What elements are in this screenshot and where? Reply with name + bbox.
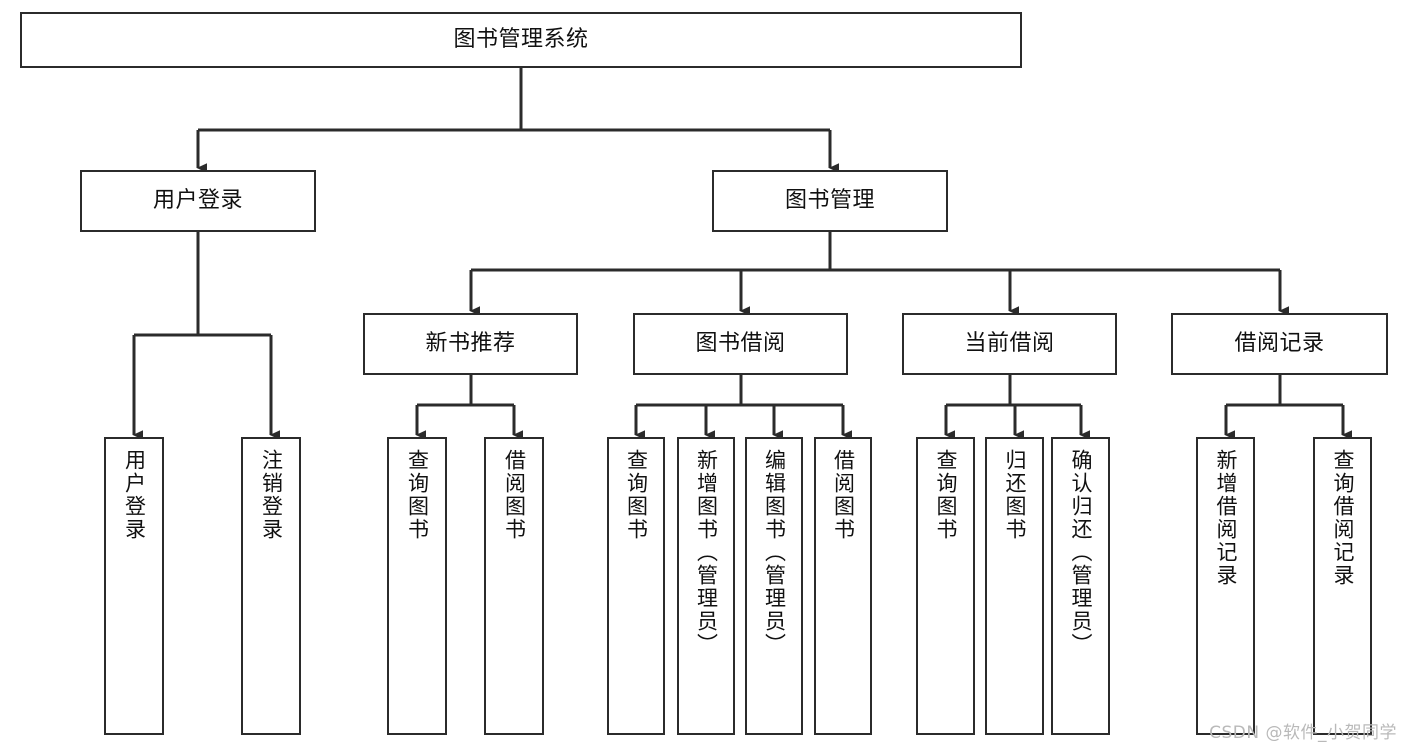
node-borrow-record[interactable]: 借阅记录 xyxy=(1171,313,1388,375)
node-current-borrow[interactable]: 当前借阅 xyxy=(902,313,1117,375)
node-label-leaf-user-logout: 注销登录 xyxy=(259,449,284,541)
node-book-borrow[interactable]: 图书借阅 xyxy=(633,313,848,375)
node-label-leaf-query-record: 查询借阅记录 xyxy=(1330,449,1355,587)
node-leaf-query-book-current[interactable]: 查询图书 xyxy=(916,437,975,735)
node-leaf-add-record[interactable]: 新增借阅记录 xyxy=(1196,437,1255,735)
node-label-root: 图书管理系统 xyxy=(453,26,589,52)
node-leaf-query-book-borrow[interactable]: 查询图书 xyxy=(607,437,665,735)
node-label-leaf-query-book-rec: 查询图书 xyxy=(405,449,430,541)
node-label-user-login: 用户登录 xyxy=(152,187,243,213)
connector-layer xyxy=(132,68,1353,440)
node-label-leaf-user-login: 用户登录 xyxy=(122,449,147,541)
node-leaf-borrow-book-rec[interactable]: 借阅图书 xyxy=(484,437,544,735)
node-book-manage[interactable]: 图书管理 xyxy=(712,170,948,232)
node-label-leaf-return-book: 归还图书 xyxy=(1002,449,1027,541)
node-label-borrow-record: 借阅记录 xyxy=(1234,330,1325,356)
node-label-current-borrow: 当前借阅 xyxy=(964,330,1055,356)
node-label-leaf-confirm-return: 确认归还（管理员） xyxy=(1068,449,1093,656)
node-root[interactable]: 图书管理系统 xyxy=(20,12,1022,68)
node-leaf-confirm-return[interactable]: 确认归还（管理员） xyxy=(1051,437,1110,735)
node-label-leaf-borrow-book-rec: 借阅图书 xyxy=(502,449,527,541)
node-leaf-user-login[interactable]: 用户登录 xyxy=(104,437,164,735)
node-label-new-book-rec: 新书推荐 xyxy=(425,330,516,356)
node-leaf-query-record[interactable]: 查询借阅记录 xyxy=(1313,437,1372,735)
node-leaf-edit-book[interactable]: 编辑图书（管理员） xyxy=(745,437,803,735)
node-leaf-borrow-book[interactable]: 借阅图书 xyxy=(814,437,872,735)
node-label-leaf-add-record: 新增借阅记录 xyxy=(1213,449,1238,587)
node-leaf-query-book-rec[interactable]: 查询图书 xyxy=(387,437,447,735)
node-label-book-manage: 图书管理 xyxy=(784,187,875,213)
node-label-leaf-query-book-current: 查询图书 xyxy=(933,449,958,541)
node-label-leaf-add-book: 新增图书（管理员） xyxy=(694,449,719,656)
node-label-leaf-borrow-book: 借阅图书 xyxy=(831,449,856,541)
node-leaf-user-logout[interactable]: 注销登录 xyxy=(241,437,301,735)
node-user-login[interactable]: 用户登录 xyxy=(80,170,316,232)
node-label-leaf-query-book-borrow: 查询图书 xyxy=(624,449,649,541)
node-label-leaf-edit-book: 编辑图书（管理员） xyxy=(762,449,787,656)
node-leaf-add-book[interactable]: 新增图书（管理员） xyxy=(677,437,735,735)
node-new-book-rec[interactable]: 新书推荐 xyxy=(363,313,578,375)
node-leaf-return-book[interactable]: 归还图书 xyxy=(985,437,1044,735)
node-label-book-borrow: 图书借阅 xyxy=(695,330,786,356)
